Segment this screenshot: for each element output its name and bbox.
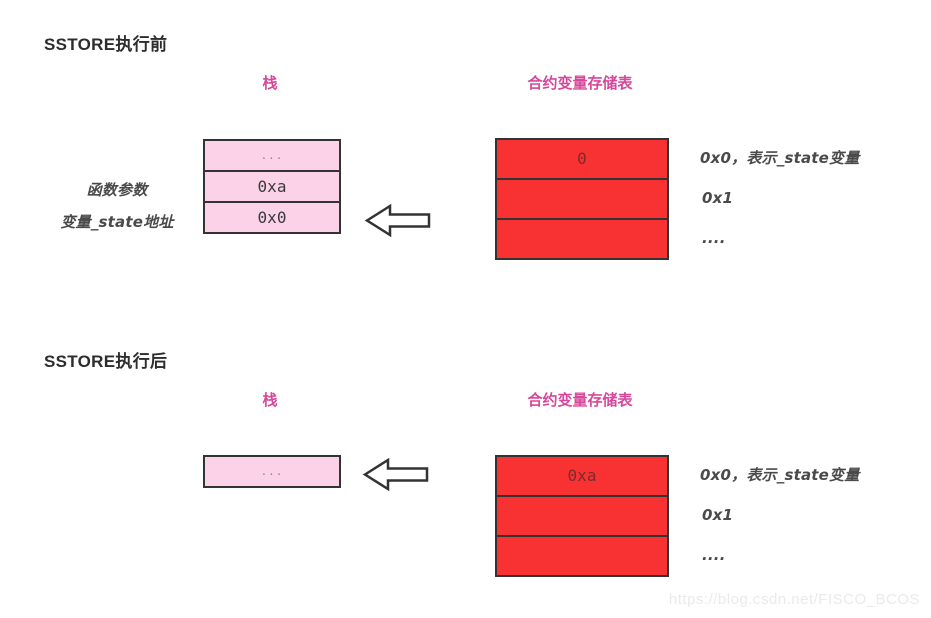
section-title-before: SSTORE执行前 [44,35,168,54]
stack-side-labels: 函数参数 变量_state地址 [34,179,200,243]
stack-cell: 0xa [205,172,339,203]
storage-table-after: 0xa [495,455,669,577]
stack-column-label: 栈 [262,391,278,409]
storage-cell: 0 [497,140,667,180]
stack-cell: ... [260,465,284,478]
storage-column-label: 合约变量存储表 [527,391,633,409]
slot-more-annotation: .... [702,546,726,564]
storage-column-label: 合约变量存储表 [527,74,633,92]
storage-cell [497,497,667,537]
function-param-label: 函数参数 [86,181,148,199]
stack-box-before: ... 0xa 0x0 [203,139,341,234]
slot1-annotation: 0x1 [702,506,734,524]
stack-cell: 0x0 [257,208,287,227]
left-block-arrow-icon [364,202,432,243]
storage-cell: 0xa [497,457,667,497]
storage-cell [497,537,667,575]
stack-cell: ... [205,141,339,172]
watermark-url: https://blog.csdn.net/FISCO_BCOS [668,591,920,608]
state-address-label: 变量_state地址 [60,213,174,231]
section-title-after: SSTORE执行后 [44,352,168,371]
storage-cell [497,180,667,220]
stack-column-label: 栈 [262,74,278,92]
slot0-annotation: 0x0，表示_state变量 [700,149,860,167]
left-block-arrow-icon [362,456,430,497]
storage-cell [497,220,667,258]
storage-table-before: 0 [495,138,669,260]
stack-box-after: ... [203,455,341,488]
slot-more-annotation: .... [702,229,726,247]
slot1-annotation: 0x1 [702,189,734,207]
slot0-annotation: 0x0，表示_state变量 [700,466,860,484]
